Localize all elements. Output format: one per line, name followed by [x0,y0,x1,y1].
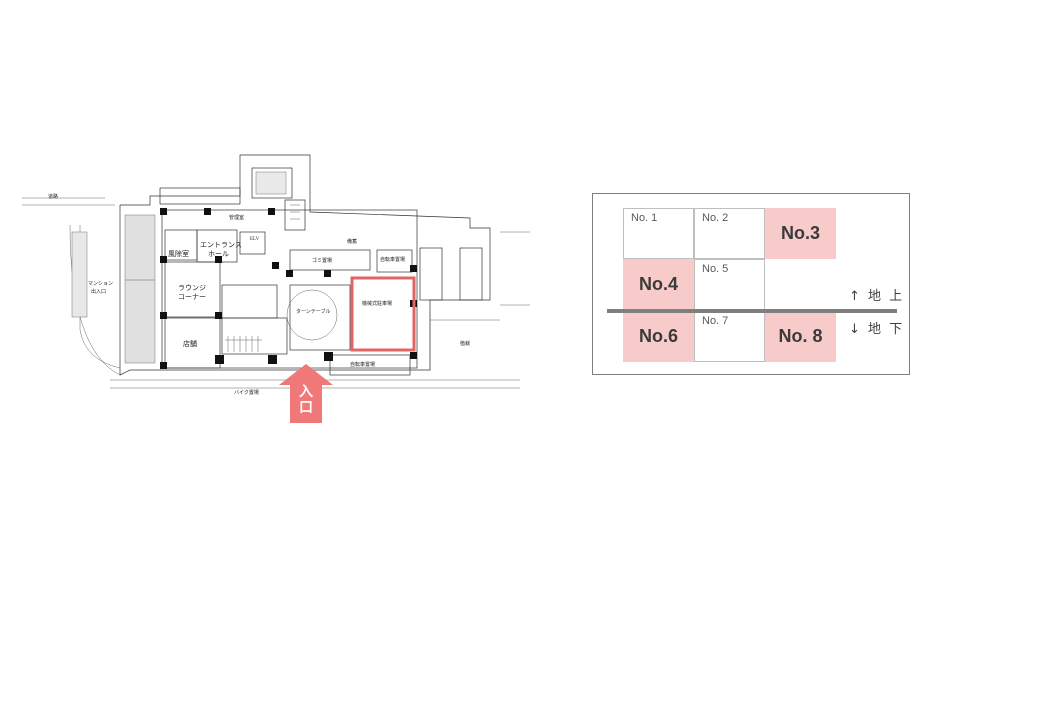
lounge-label: ラウンジ [178,284,206,292]
building-walls [161,209,500,376]
slot-no6[interactable]: No.6 [623,311,694,362]
site-plan-drawing: エントランス ホール ラウンジ コーナー 店舗 風除室 管理室 機械式駐車場 タ… [22,154,530,423]
entrance-label: 入 口 [299,384,313,416]
entrance-hall-label-2: ホール [208,250,229,258]
parking-label: 機械式駐車場 [362,300,392,307]
slot-no7-label: No. 7 [702,315,729,327]
parking-slot-grid: No. 1 No. 2 No.3 No.4 No. 5 No.6 No. 7 N… [623,208,837,362]
ground-level-divider [607,309,897,313]
entrance-arrow [279,364,333,423]
slot-no2-label: No. 2 [702,212,729,224]
road-label: 道路 [48,193,58,200]
mansion-entry-label-2: 出入口 [91,288,106,295]
parking-level-legend: No. 1 No. 2 No.3 No.4 No. 5 No.6 No. 7 N… [592,193,910,375]
slot-no5[interactable]: No. 5 [694,259,765,310]
slot-no1-label: No. 1 [631,212,658,224]
manager-label: 管理室 [229,214,244,221]
bicycle-2-label: 自転車置場 [350,361,375,368]
garbage-label: ゴミ置場 [312,257,332,264]
mechanical-parking-highlight[interactable] [350,276,416,352]
planting-label: 植栽 [460,340,470,347]
slot-no1[interactable]: No. 1 [623,208,694,259]
below-ground-label: ↓ 地 下 [849,322,905,337]
slot-no8[interactable]: No. 8 [765,311,836,362]
slot-no6-label: No.6 [638,326,678,346]
wind-room-label: 風除室 [168,249,189,258]
lounge-label-2: コーナー [178,293,206,301]
slot-no3-label: No.3 [780,223,820,243]
mansion-entry-label: マンション [88,281,113,287]
slot-no5-label: No. 5 [702,263,729,275]
top-structures [159,167,306,231]
store-label: 店舗 [183,339,197,348]
elv-label: ELV [250,237,260,242]
slot-no4[interactable]: No.4 [623,259,694,310]
above-ground-label: ↑ 地 上 [849,289,905,304]
room-labels: エントランス ホール ラウンジ コーナー 店舗 風除室 管理室 機械式駐車場 タ… [48,193,470,396]
slot-no7[interactable]: No. 7 [694,311,765,362]
storage-label: 備蓄 [347,238,357,245]
slot-no3[interactable]: No.3 [765,208,836,259]
slot-no2[interactable]: No. 2 [694,208,765,259]
site-boundary [22,154,530,389]
slot-no8-label: No. 8 [778,326,823,346]
bike-label: バイク置場 [234,389,259,396]
entrance-hall-label: エントランス [200,241,242,249]
bicycle-1-label: 自転車置場 [380,256,405,263]
slot-no4-label: No.4 [638,274,678,294]
turntable-label: ターンテーブル [296,308,330,315]
stair-hatching [225,336,262,352]
